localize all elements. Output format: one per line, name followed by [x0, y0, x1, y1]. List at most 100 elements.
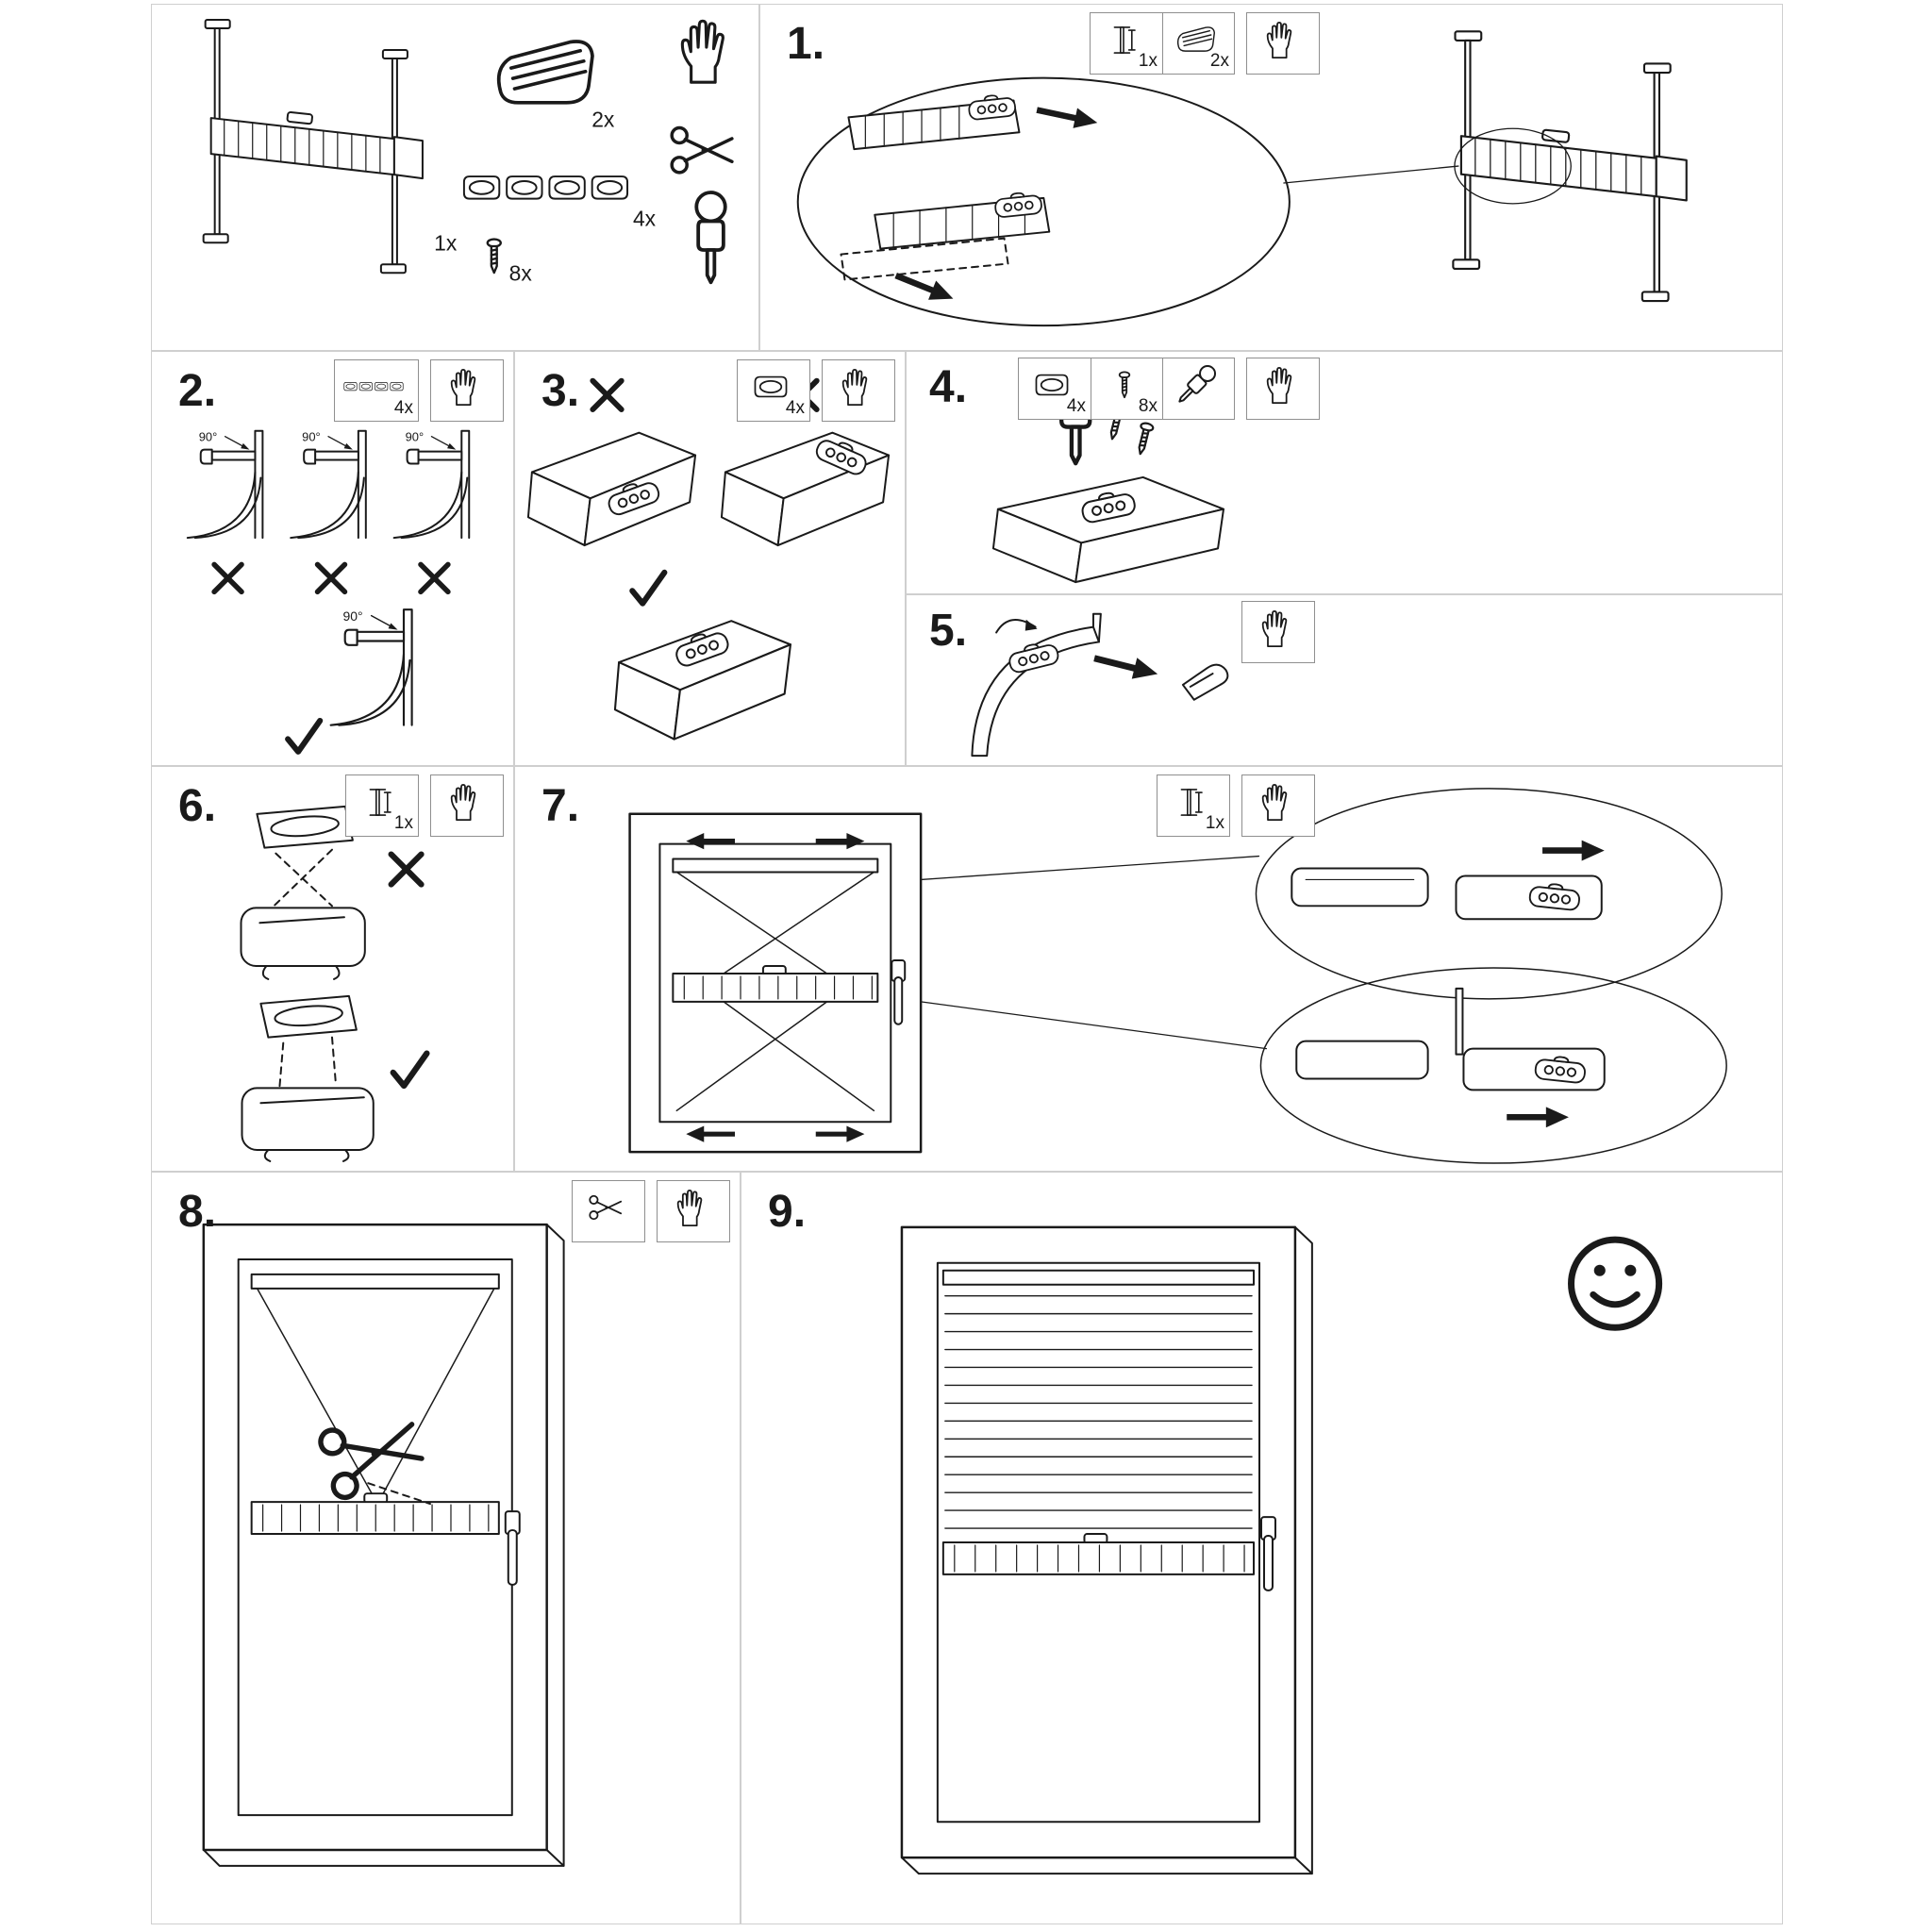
- panel-step-6: 6. 1x: [151, 766, 514, 1172]
- scissors-icon: [670, 125, 734, 175]
- hand-icon: [678, 1190, 702, 1224]
- step2-toolbox: 4x: [334, 359, 504, 422]
- rail-icon: [1181, 789, 1202, 814]
- screwdriver-icon: [1174, 364, 1217, 406]
- step8-illustration: [202, 1223, 565, 1867]
- toolbox-part-bracket: 4x: [1019, 358, 1091, 419]
- toolbox-screwdriver: [1162, 358, 1234, 419]
- window-handle: [891, 959, 907, 1025]
- clip-drawing: [967, 92, 1017, 122]
- window-drawing: [900, 1225, 1313, 1875]
- cross-mark: [421, 564, 448, 591]
- step-number: 5.: [929, 606, 968, 656]
- corner-diagram: [329, 607, 413, 726]
- qty-label: 1x: [1205, 813, 1224, 833]
- qty-label: 4x: [1066, 396, 1086, 416]
- step-number: 1.: [787, 19, 825, 69]
- panel-step-8: 8.: [151, 1172, 741, 1924]
- arrow-icon: [815, 1125, 865, 1142]
- step-number: 2.: [178, 366, 217, 416]
- clip-part-drawing: [496, 40, 594, 105]
- hand-icon: [452, 784, 475, 819]
- removed-part-drawing: [1181, 663, 1229, 701]
- screw-drawing: [486, 238, 502, 275]
- middle-rail-drawing: [941, 1533, 1256, 1575]
- middle-rail-drawing: [250, 1492, 500, 1536]
- frame-corner-drawing: [971, 612, 1102, 758]
- pleated-blind-drawing: [944, 1294, 1253, 1529]
- step-number: 8.: [178, 1187, 217, 1237]
- toolbox-part-rail: 1x: [1158, 775, 1229, 836]
- hand-icon: [1263, 784, 1287, 819]
- step7-illustration: [628, 788, 1727, 1164]
- endbox-wrong-side: [526, 431, 697, 547]
- endbox-wrong-tilted: [720, 431, 891, 547]
- step-number: 3.: [541, 366, 580, 416]
- bracket-qty-label: 4x: [633, 207, 657, 231]
- clip-qty-label: 2x: [591, 107, 615, 131]
- step-number: 6.: [178, 781, 217, 831]
- bracket-icon: [1036, 375, 1067, 395]
- step5-illustration: [971, 612, 1229, 758]
- toolbox-part-rail: 1x: [346, 775, 418, 836]
- hand-icon: [843, 369, 867, 404]
- scissors-icon: [590, 1196, 621, 1219]
- qty-label: 1x: [393, 813, 413, 833]
- smiley-icon: [1572, 1240, 1659, 1327]
- blind-unit-drawing: [202, 18, 424, 275]
- step5-toolbox: [1241, 601, 1315, 663]
- step-number: 9.: [768, 1187, 807, 1237]
- clip-icon: [1177, 27, 1214, 51]
- qty-label: 1x: [1138, 51, 1158, 71]
- cross-mark: [214, 564, 242, 591]
- toolbox-hand: [1247, 13, 1319, 74]
- window-drawing: [628, 812, 923, 1154]
- arrow-icon: [1542, 840, 1605, 861]
- toolbox-part-clip: 2x: [1162, 13, 1234, 74]
- rail-cross-section-top: [847, 92, 1021, 151]
- bracket-strip-icon: [344, 382, 403, 391]
- toolbox-hand: [1247, 358, 1319, 419]
- corner-diagram: [186, 428, 264, 540]
- toolbox-scissors: [573, 1181, 644, 1241]
- insert-correct: [241, 994, 375, 1162]
- rail-cross-section-bottom: [840, 190, 1051, 281]
- arrow-icon: [1091, 647, 1160, 685]
- frame-corner-drawing: [991, 475, 1224, 584]
- arrow-icon: [686, 833, 736, 850]
- rail-icon: [370, 789, 391, 814]
- arrow-icon: [686, 1125, 736, 1142]
- rail-icon: [1114, 26, 1135, 52]
- check-mark: [288, 721, 320, 752]
- hand-icon: [1268, 22, 1291, 57]
- toolbox-hand: [431, 775, 503, 836]
- hand-icon: [1268, 367, 1291, 402]
- toolbox-part-bracket: 4x: [738, 360, 809, 421]
- check-mark: [393, 1054, 427, 1086]
- rotate-arrow: [995, 619, 1038, 634]
- window-handle: [504, 1510, 521, 1586]
- endbox-correct: [613, 620, 791, 741]
- toolbox-part-bracket-strip: 4x: [335, 360, 418, 421]
- step1-toolbox: 1x 2x: [1090, 12, 1320, 75]
- hand-icon: [452, 369, 475, 404]
- detail-bottom-rail-insert: [1295, 987, 1606, 1128]
- toolbox-part-screw: 8x: [1091, 358, 1162, 419]
- qty-label: 4x: [785, 398, 805, 418]
- blind-unit-drawing: [1452, 30, 1688, 303]
- middle-rail-drawing: [672, 965, 879, 1003]
- step3-toolbox: 4x: [737, 359, 895, 422]
- step9-illustration: [900, 1225, 1782, 1875]
- screwdriver-icon: [694, 191, 727, 285]
- step-number: 7.: [541, 781, 580, 831]
- bracket-strip-drawing: [464, 176, 627, 199]
- qty-label: 4x: [393, 398, 413, 418]
- qty-label: 2x: [1209, 51, 1229, 71]
- hand-icon: [1263, 610, 1287, 645]
- check-mark: [632, 573, 664, 604]
- panel-parts-overview: 1x 2x 4x 8x: [151, 4, 759, 351]
- corner-diagram: [392, 428, 471, 540]
- panel-step-2: 2. 4x: [151, 351, 514, 766]
- panel-step-5: 5.: [906, 594, 1783, 766]
- step8-toolbox: [572, 1180, 730, 1242]
